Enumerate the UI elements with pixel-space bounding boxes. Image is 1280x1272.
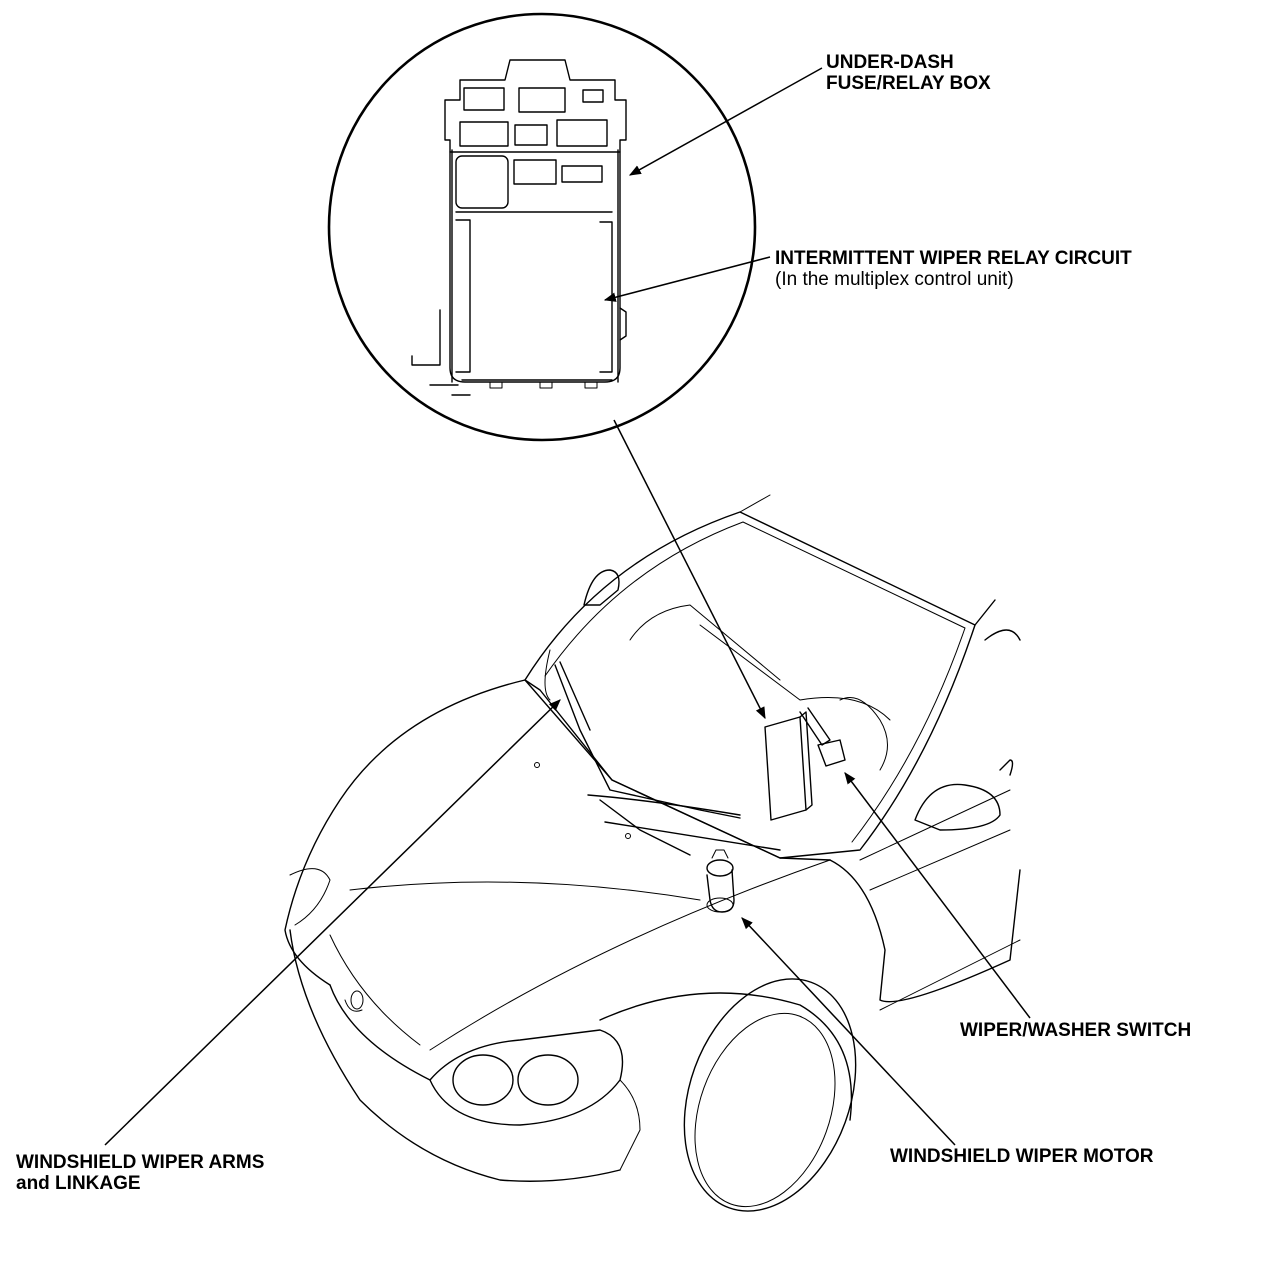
leader-lines xyxy=(104,67,1031,1146)
wiper-motor-drawing xyxy=(706,849,735,913)
leader-relay-circuit xyxy=(603,256,771,302)
wiper-arms-label-line1: WINDSHIELD WIPER ARMS xyxy=(16,1152,265,1173)
fuse-box-label-line2: FUSE/RELAY BOX xyxy=(826,73,991,94)
washer-switch-drawing xyxy=(799,707,846,767)
leader-detail-to-car xyxy=(613,419,766,720)
detail-magnifier-circle xyxy=(327,12,757,442)
leader-washer-switch xyxy=(844,772,1031,1019)
leader-wiper-arms xyxy=(104,699,561,1146)
fuse-box-label: UNDER-DASH FUSE/RELAY BOX xyxy=(826,52,991,94)
wiper-arms-drawing xyxy=(554,661,781,856)
wiper-arms-label: WINDSHIELD WIPER ARMS and LINKAGE xyxy=(16,1152,264,1194)
washer-switch-label: WIPER/WASHER SWITCH xyxy=(960,1020,1192,1041)
control-unit-drawing xyxy=(764,711,813,821)
leader-fuse-box xyxy=(628,67,823,176)
relay-circuit-note: (In the multiplex control unit) xyxy=(775,269,1014,290)
relay-circuit-label: INTERMITTENT WIPER RELAY CIRCUIT (In the… xyxy=(775,248,1132,290)
relay-circuit-title: INTERMITTENT WIPER RELAY CIRCUIT xyxy=(775,248,1132,269)
fuse-relay-box-drawing xyxy=(411,59,627,396)
wiper-arms-label-line2: and LINKAGE xyxy=(16,1173,141,1194)
fuse-box-label-line1: UNDER-DASH xyxy=(826,52,954,73)
wiper-motor-label: WINDSHIELD WIPER MOTOR xyxy=(890,1146,1154,1167)
leader-wiper-motor xyxy=(741,917,956,1146)
car-body-line-art xyxy=(284,494,1021,1212)
